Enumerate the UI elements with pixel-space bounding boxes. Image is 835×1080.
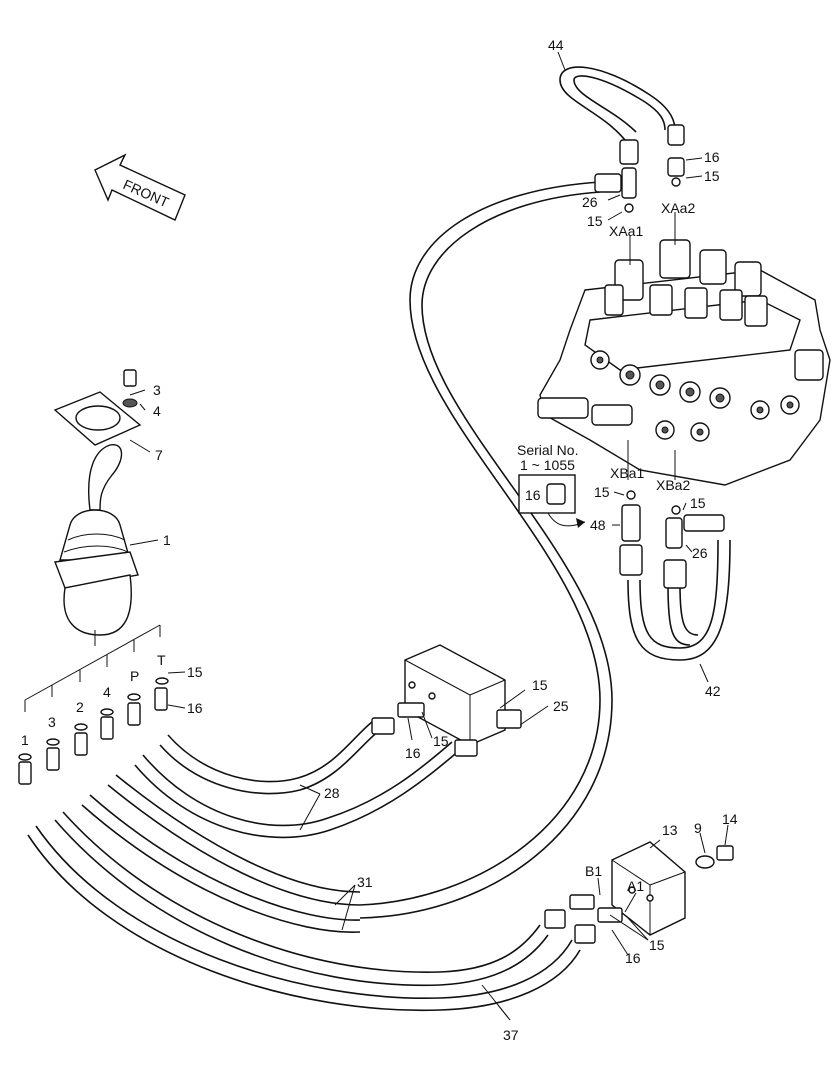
callout-48: 48 <box>590 517 606 533</box>
callout-37: 37 <box>503 1027 519 1043</box>
callout-15-block: 15 <box>649 937 665 953</box>
callout-16-top: 16 <box>704 149 720 165</box>
control-valve <box>537 212 831 486</box>
port-label-2: 2 <box>76 699 84 715</box>
callout-44: 44 <box>548 37 564 53</box>
port-fittings <box>18 677 169 785</box>
callout-4: 4 <box>153 403 161 419</box>
callout-3: 3 <box>153 382 161 398</box>
leaders <box>167 51 729 1021</box>
port-label-4: 4 <box>103 684 111 700</box>
callout-15-port: 15 <box>187 664 203 680</box>
callout-15-xba1: 15 <box>594 484 610 500</box>
port-b1: B1 <box>585 863 602 879</box>
joystick-assembly <box>53 369 159 636</box>
callout-31: 31 <box>357 874 373 890</box>
port-xaa2: XAa2 <box>661 200 695 216</box>
callout-15-left: 15 <box>587 213 603 229</box>
callout-16-block: 16 <box>625 950 641 966</box>
serial-range: 1 ~ 1055 <box>520 457 575 473</box>
callout-26-low: 26 <box>692 545 708 561</box>
manifold-block <box>371 644 522 757</box>
hoses <box>27 66 731 1012</box>
block-13 <box>544 841 734 944</box>
callout-16-port: 16 <box>187 700 203 716</box>
callout-15-manifold-low: 15 <box>433 733 449 749</box>
callout-14: 14 <box>722 811 738 827</box>
callout-26-top: 26 <box>582 194 598 210</box>
front-arrow: FRONT <box>94 153 186 221</box>
callout-15-top: 15 <box>704 168 720 184</box>
valve-fittings <box>594 124 725 589</box>
callout-13: 13 <box>662 822 678 838</box>
serial-label: Serial No. <box>517 442 578 458</box>
callout-15-xba2: 15 <box>690 495 706 511</box>
callouts: 44 16 15 26 15 XAa1 XAa2 3 4 7 1 XBa1 XB… <box>21 37 738 1043</box>
port-xba2: XBa2 <box>656 477 690 493</box>
port-label-3: 3 <box>48 714 56 730</box>
port-a1: A1 <box>627 878 644 894</box>
callout-16-manifold: 16 <box>405 745 421 761</box>
callout-42: 42 <box>705 683 721 699</box>
callout-1: 1 <box>163 532 171 548</box>
port-xba1: XBa1 <box>610 465 644 481</box>
port-brackets <box>24 624 161 712</box>
port-label-P: P <box>130 668 139 684</box>
port-label-T: T <box>157 652 166 668</box>
callout-9: 9 <box>694 820 702 836</box>
serial-part-number: 16 <box>525 487 541 503</box>
callout-7: 7 <box>155 447 163 463</box>
callout-25: 25 <box>553 698 569 714</box>
serial-note: Serial No. 1 ~ 1055 16 <box>517 442 586 528</box>
port-xaa1: XAa1 <box>609 223 643 239</box>
callout-15-manifold: 15 <box>532 677 548 693</box>
callout-28: 28 <box>324 785 340 801</box>
port-label-1: 1 <box>21 732 29 748</box>
